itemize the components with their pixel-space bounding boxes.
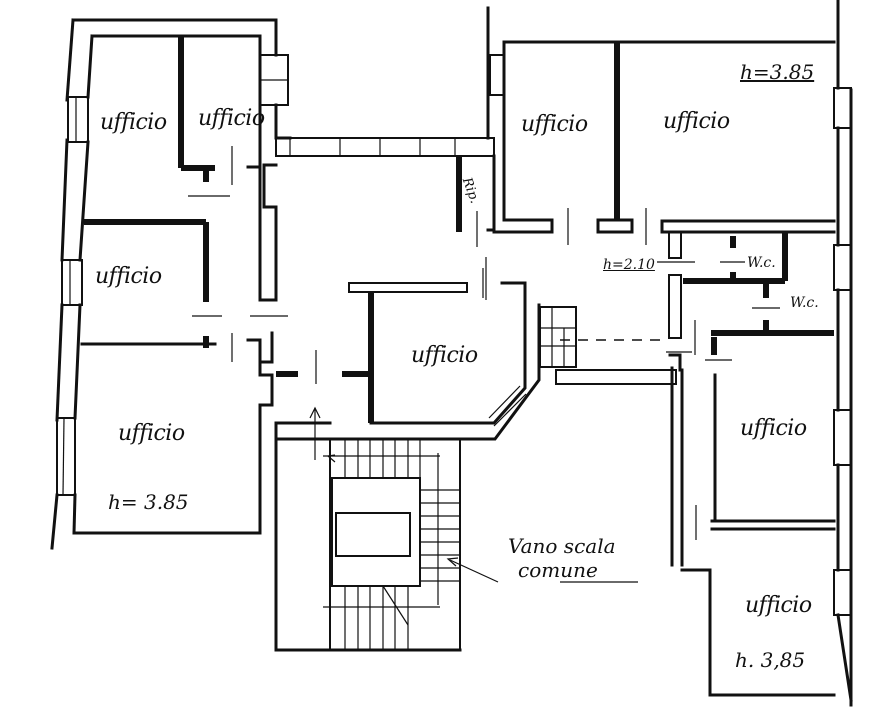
room-label-office: ufficio (411, 343, 478, 368)
left-wing-walls (50, 18, 298, 550)
service-height-label: h=2.10 (603, 257, 655, 273)
room-label-office: ufficio (745, 593, 812, 618)
stairwell (309, 406, 638, 651)
room-label-office: ufficio (198, 106, 265, 131)
room-label-office: ufficio (118, 421, 185, 446)
wc-label: W.c. (747, 255, 776, 271)
room-label-office: ufficio (95, 264, 162, 289)
room-label-office: ufficio (100, 110, 167, 135)
room-label-office: ufficio (521, 112, 588, 137)
stairwell-caption: Vano scala (508, 534, 616, 558)
room-label-office: ufficio (663, 109, 730, 134)
wc-label: W.c. (790, 295, 819, 311)
stairwell-caption-2: comune (518, 558, 598, 582)
ceiling-height-label: h= 3.85 (108, 490, 189, 514)
ceiling-height-label: h=3.85 (740, 60, 815, 84)
room-label-office: ufficio (740, 416, 807, 441)
right-wing-walls (486, 0, 853, 707)
ceiling-height-label: h. 3,85 (735, 648, 806, 672)
